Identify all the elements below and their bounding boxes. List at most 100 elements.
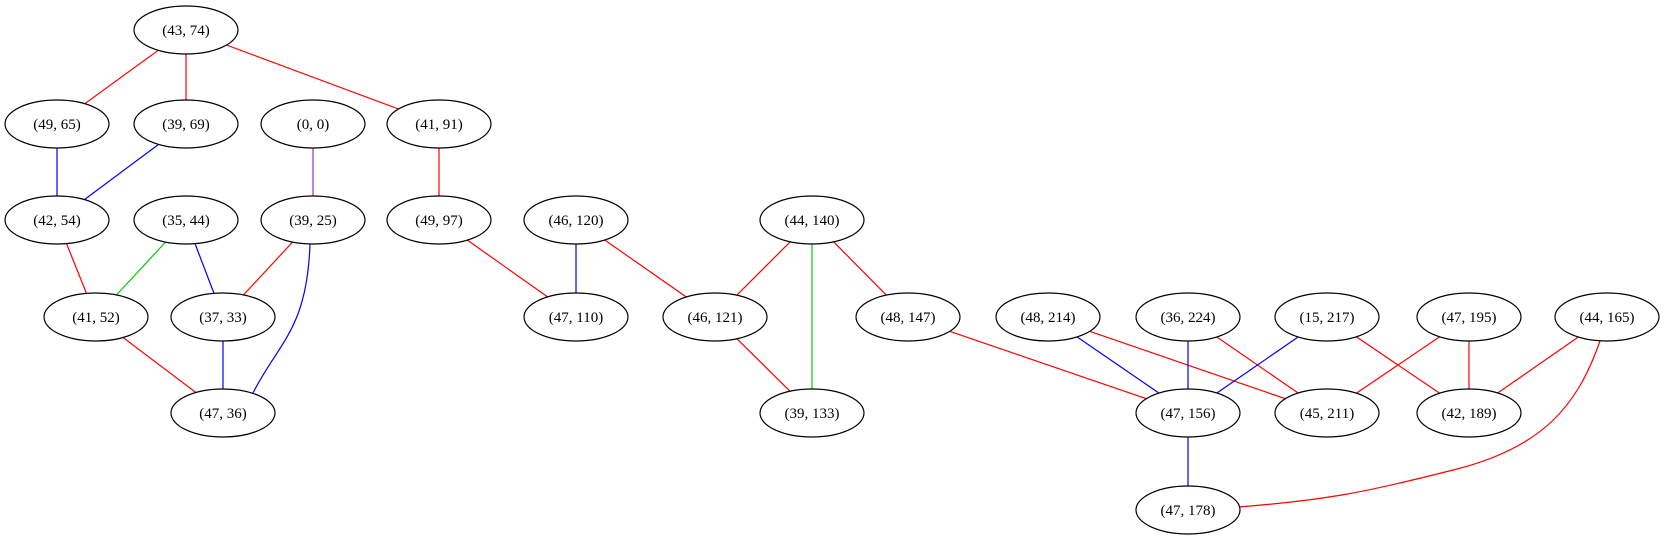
node-ellipse — [133, 195, 239, 245]
edge-n35_44-n41_52 — [116, 241, 166, 296]
node-n37_33: (37, 33) — [170, 292, 276, 342]
node-label: (42, 54) — [33, 213, 81, 229]
edge-n39_25-n37_33 — [243, 241, 293, 296]
node-n45_211: (45, 211) — [1274, 388, 1380, 438]
node-ellipse — [386, 195, 492, 245]
node-label: (46, 120) — [549, 213, 604, 229]
node-label: (39, 133) — [785, 406, 840, 422]
node-n43_74: (43, 74) — [133, 5, 239, 55]
node-n49_65: (49, 65) — [4, 99, 110, 149]
node-label: (42, 189) — [1442, 406, 1497, 422]
node-label: (47, 156) — [1161, 406, 1216, 422]
node-ellipse — [1274, 292, 1380, 342]
edge-n43_74-n41_91 — [226, 44, 399, 110]
node-n47_195: (47, 195) — [1416, 292, 1522, 342]
edge-n47_195-n45_211 — [1355, 336, 1441, 394]
node-ellipse — [170, 292, 276, 342]
node-label: (39, 25) — [289, 213, 337, 229]
node-n35_44: (35, 44) — [133, 195, 239, 245]
node-ellipse — [523, 292, 629, 342]
node-label: (48, 214) — [1021, 310, 1076, 326]
node-n44_140: (44, 140) — [759, 195, 865, 245]
edge-n44_140-n46_121 — [736, 241, 791, 296]
node-n47_156: (47, 156) — [1135, 388, 1241, 438]
node-ellipse — [43, 292, 149, 342]
node-n47_36: (47, 36) — [170, 388, 276, 438]
edge-n46_121-n39_133 — [736, 338, 791, 392]
node-ellipse — [386, 99, 492, 149]
node-n39_25: (39, 25) — [260, 195, 366, 245]
edge-n42_54-n41_52 — [65, 243, 88, 294]
node-label: (36, 224) — [1161, 310, 1216, 326]
edge-n35_44-n37_33 — [194, 243, 215, 294]
edges-layer — [56, 44, 1601, 508]
node-label: (47, 195) — [1442, 310, 1497, 326]
edge-n15_217-n47_156 — [1216, 336, 1299, 394]
node-label: (44, 165) — [1580, 310, 1635, 326]
edge-n44_165-n47_178 — [1237, 340, 1601, 508]
node-label: (47, 178) — [1161, 503, 1216, 519]
node-n49_97: (49, 97) — [386, 195, 492, 245]
node-label: (48, 147) — [881, 310, 936, 326]
edge-n44_140-n48_147 — [833, 241, 887, 296]
node-label: (44, 140) — [785, 213, 840, 229]
node-ellipse — [523, 195, 629, 245]
node-label: (41, 91) — [415, 117, 463, 133]
node-ellipse — [759, 388, 865, 438]
edge-n48_214-n47_156 — [1076, 336, 1160, 394]
edge-n39_69-n42_54 — [84, 143, 159, 201]
edge-n49_97-n47_110 — [467, 239, 548, 298]
node-n36_224: (36, 224) — [1135, 292, 1241, 342]
node-ellipse — [1135, 485, 1241, 535]
node-n39_69: (39, 69) — [133, 99, 239, 149]
node-ellipse — [662, 292, 768, 342]
node-label: (49, 65) — [33, 117, 81, 133]
node-ellipse — [170, 388, 276, 438]
node-label: (47, 110) — [549, 310, 603, 326]
node-n42_189: (42, 189) — [1416, 388, 1522, 438]
node-label: (37, 33) — [199, 310, 247, 326]
node-ellipse — [1554, 292, 1660, 342]
nodes-layer: (43, 74) (49, 65) (39, 69) (0, 0) (41, 91) (4… — [4, 5, 1660, 535]
node-n44_165: (44, 165) — [1554, 292, 1660, 342]
node-n15_217: (15, 217) — [1274, 292, 1380, 342]
node-label: (47, 36) — [199, 406, 247, 422]
node-label: (35, 44) — [162, 213, 210, 229]
node-n0_0: (0, 0) — [260, 99, 366, 149]
node-n47_110: (47, 110) — [523, 292, 629, 342]
node-ellipse — [1135, 292, 1241, 342]
edge-n41_52-n47_36 — [122, 337, 197, 393]
node-ellipse — [1135, 388, 1241, 438]
node-label: (43, 74) — [162, 23, 210, 39]
node-n39_133: (39, 133) — [759, 388, 865, 438]
node-ellipse — [133, 99, 239, 149]
node-n46_120: (46, 120) — [523, 195, 629, 245]
node-ellipse — [260, 99, 366, 149]
edge-n43_74-n49_65 — [84, 49, 159, 105]
node-n41_91: (41, 91) — [386, 99, 492, 149]
node-ellipse — [4, 195, 110, 245]
node-ellipse — [1416, 292, 1522, 342]
node-ellipse — [260, 195, 366, 245]
node-ellipse — [1274, 388, 1380, 438]
node-n48_147: (48, 147) — [855, 292, 961, 342]
edge-n39_25-n47_36 — [252, 243, 311, 394]
node-label: (45, 211) — [1300, 406, 1354, 422]
node-label: (46, 121) — [688, 310, 743, 326]
node-label: (49, 97) — [415, 213, 463, 229]
node-ellipse — [855, 292, 961, 342]
node-ellipse — [4, 99, 110, 149]
node-ellipse — [759, 195, 865, 245]
node-n41_52: (41, 52) — [43, 292, 149, 342]
node-n47_178: (47, 178) — [1135, 485, 1241, 535]
node-ellipse — [995, 292, 1101, 342]
edge-n44_165-n42_189 — [1497, 336, 1579, 394]
node-n48_214: (48, 214) — [995, 292, 1101, 342]
node-label: (0, 0) — [297, 117, 330, 133]
node-ellipse — [1416, 388, 1522, 438]
node-label: (15, 217) — [1300, 310, 1355, 326]
edge-n48_147-n47_156 — [949, 330, 1147, 400]
node-label: (39, 69) — [162, 117, 210, 133]
edge-n46_120-n46_121 — [604, 239, 687, 298]
